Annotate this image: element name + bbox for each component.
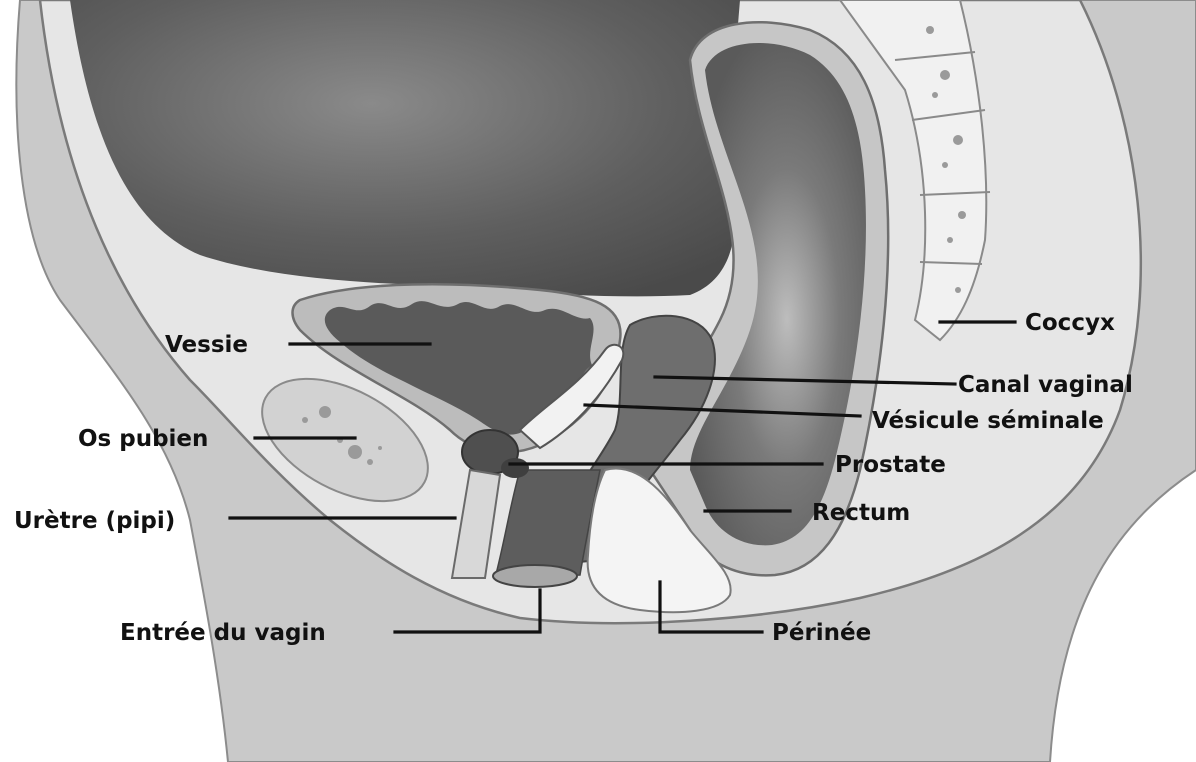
label-coccyx: Coccyx — [1025, 310, 1115, 336]
label-uretre: Urètre (pipi) — [14, 508, 175, 534]
label-vessie: Vessie — [165, 332, 248, 358]
label-vesicule-seminale: Vésicule séminale — [872, 408, 1104, 434]
vaginal-entrance-shape — [493, 565, 577, 587]
label-prostate: Prostate — [835, 452, 946, 478]
label-rectum: Rectum — [812, 500, 910, 526]
label-os-pubien: Os pubien — [78, 426, 208, 452]
label-perinee: Périnée — [772, 620, 871, 646]
label-canal-vaginal: Canal vaginal — [958, 372, 1133, 398]
prostate-small — [501, 458, 529, 478]
label-entree-vagin: Entrée du vagin — [120, 620, 326, 646]
